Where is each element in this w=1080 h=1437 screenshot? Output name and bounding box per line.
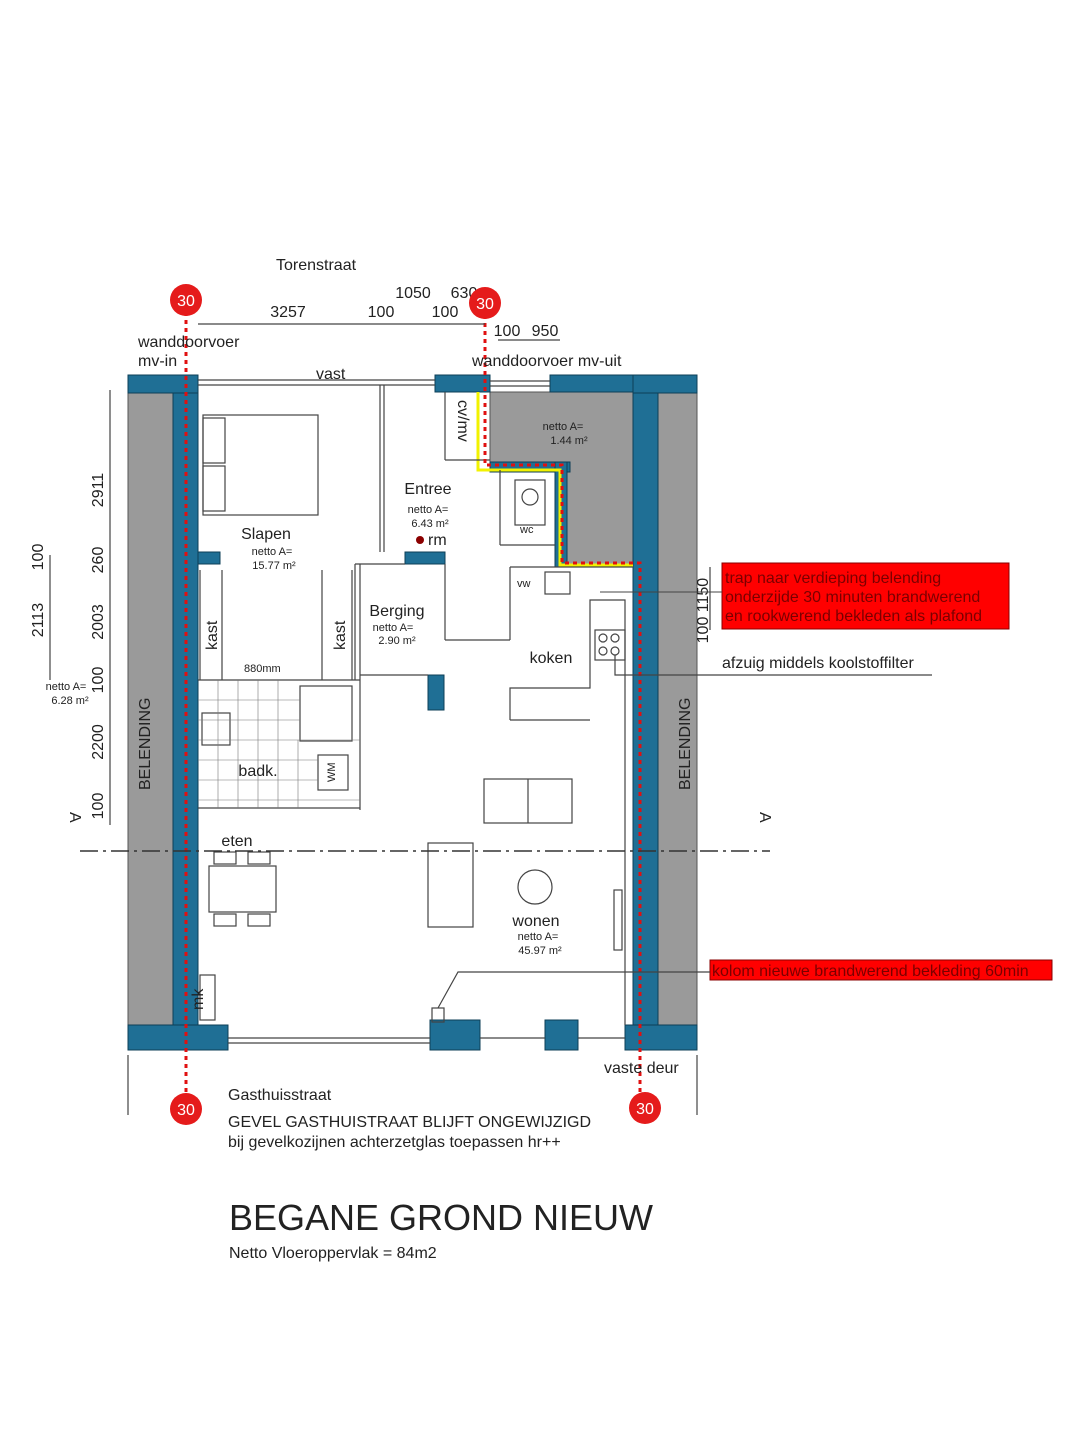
adjacent-building-left bbox=[127, 392, 174, 1026]
fire-rating-badge: 30 bbox=[170, 284, 202, 316]
room-area-label: netto A= bbox=[373, 622, 414, 634]
dim-top: 100 bbox=[494, 323, 521, 340]
dim-left: 100 bbox=[90, 793, 107, 820]
dim-top: 100 bbox=[432, 304, 459, 321]
room-area-label: netto A= bbox=[252, 546, 293, 558]
room-area-label: netto A= bbox=[543, 421, 584, 433]
wm-label: WM bbox=[326, 762, 338, 782]
drawing-subtitle: Netto Vloeroppervlak = 84m2 bbox=[229, 1245, 437, 1262]
shower bbox=[299, 685, 353, 742]
dimension-lines bbox=[49, 323, 711, 1115]
dim-left-inner: 100 bbox=[30, 544, 47, 571]
room-name: Entree bbox=[404, 481, 451, 498]
fixed-door-label: vaste deur bbox=[604, 1060, 679, 1077]
fire-rating-badge: 30 bbox=[629, 1092, 661, 1124]
room-name: badk. bbox=[238, 763, 277, 780]
room-area-label: netto A= bbox=[46, 681, 87, 693]
column-note: kolom nieuwe brandwerend bekleding 60min bbox=[712, 963, 1029, 980]
room-name: Slapen bbox=[241, 526, 291, 543]
walls bbox=[127, 374, 698, 1051]
dim-top: 1050 bbox=[395, 285, 431, 302]
room-area: 45.97 m² bbox=[518, 945, 562, 957]
room-area: 1.44 m² bbox=[550, 435, 588, 447]
room-name: Berging bbox=[369, 603, 424, 620]
dim-right: 100 bbox=[695, 617, 712, 644]
adjacent-right-label: BELENDING bbox=[677, 698, 694, 790]
door-width-label: 880mm bbox=[244, 663, 281, 675]
facade-note: bij gevelkozijnen achterzetglas toepasse… bbox=[228, 1134, 561, 1151]
section-marker-left: A bbox=[66, 812, 83, 823]
leader-line bbox=[614, 655, 932, 676]
stove bbox=[594, 629, 626, 661]
svg-text:30: 30 bbox=[177, 1102, 195, 1119]
dining-table bbox=[208, 865, 277, 913]
dim-left-inner: 2113 bbox=[30, 603, 47, 638]
stair-note: onderzijde 30 minuten brandwerend bbox=[725, 589, 980, 606]
dim-right: 1150 bbox=[695, 578, 712, 613]
svg-text:30: 30 bbox=[476, 296, 494, 313]
cv-mv-label: cv/mv bbox=[454, 400, 471, 442]
mk-label: mk bbox=[190, 988, 207, 1010]
room-area-label: netto A= bbox=[518, 931, 559, 943]
washbasin bbox=[201, 712, 231, 746]
adjacent-left-label: BELENDING bbox=[137, 698, 154, 790]
dim-left: 2200 bbox=[90, 724, 107, 760]
stair-note: trap naar verdieping belending bbox=[725, 570, 941, 587]
smoke-detector-icon bbox=[416, 536, 424, 544]
fire-separation-line-right bbox=[483, 315, 642, 1100]
fire-rating-badge: 30 bbox=[170, 1093, 202, 1125]
dim-top: 3257 bbox=[270, 304, 306, 321]
dim-top: 100 bbox=[368, 304, 395, 321]
armchair bbox=[427, 842, 474, 928]
dim-left: 260 bbox=[90, 547, 107, 574]
stair-note-box bbox=[721, 562, 1010, 630]
interior-lines bbox=[198, 379, 633, 1044]
room-name: eten bbox=[221, 833, 252, 850]
room-name: koken bbox=[530, 650, 573, 667]
fire-rating-badge: 30 bbox=[469, 287, 501, 319]
facade-note: GEVEL GASTHUISTRAAT BLIJFT ONGEWIJZIGD bbox=[228, 1114, 591, 1131]
room-name: wonen bbox=[511, 913, 559, 930]
bathroom-tiles bbox=[198, 680, 360, 808]
adjacent-building-right bbox=[657, 392, 698, 1026]
vent-in-label: mv-in bbox=[138, 353, 177, 370]
closet-label: kast bbox=[204, 620, 221, 650]
dim-top: 950 bbox=[532, 323, 559, 340]
dim-left: 2003 bbox=[90, 604, 107, 640]
room-area: 6.28 m² bbox=[51, 695, 89, 707]
closet-label: kast bbox=[332, 620, 349, 650]
vw-label: vw bbox=[517, 578, 531, 590]
dim-left: 100 bbox=[90, 667, 107, 694]
street-bottom: Gasthuisstraat bbox=[228, 1087, 332, 1104]
washing-machine bbox=[317, 754, 349, 791]
toilet bbox=[514, 479, 546, 526]
wc-label: wc bbox=[519, 524, 534, 536]
bed bbox=[202, 414, 319, 516]
leader-line bbox=[437, 971, 710, 1009]
room-area-label: netto A= bbox=[408, 504, 449, 516]
vent-in-label: wanddoorvoer bbox=[137, 334, 240, 351]
room-area: 6.43 m² bbox=[411, 518, 449, 530]
smoke-barrier-line bbox=[476, 392, 633, 567]
svg-text:30: 30 bbox=[636, 1101, 654, 1118]
section-marker-right: A bbox=[756, 812, 773, 823]
dim-left: 2911 bbox=[90, 473, 107, 508]
fixed-window-label: vast bbox=[316, 366, 346, 383]
vent-out-label: wanddoorvoer mv-uit bbox=[471, 353, 622, 370]
drawing-title: BEGANE GROND NIEUW bbox=[229, 1197, 653, 1238]
street-top: Torenstraat bbox=[276, 257, 357, 274]
room-area: 15.77 m² bbox=[252, 560, 296, 572]
room-area: 2.90 m² bbox=[378, 635, 416, 647]
radiator bbox=[613, 889, 623, 951]
smoke-detector-label: rm bbox=[428, 532, 447, 549]
round-table bbox=[517, 869, 553, 905]
furniture bbox=[199, 414, 626, 1023]
hood-note: afzuig middels koolstoffilter bbox=[722, 655, 914, 672]
stair-note: en rookwerend bekleden als plafond bbox=[725, 608, 982, 625]
column-note-box bbox=[709, 959, 1053, 981]
sink bbox=[544, 571, 571, 595]
svg-text:30: 30 bbox=[177, 293, 195, 310]
